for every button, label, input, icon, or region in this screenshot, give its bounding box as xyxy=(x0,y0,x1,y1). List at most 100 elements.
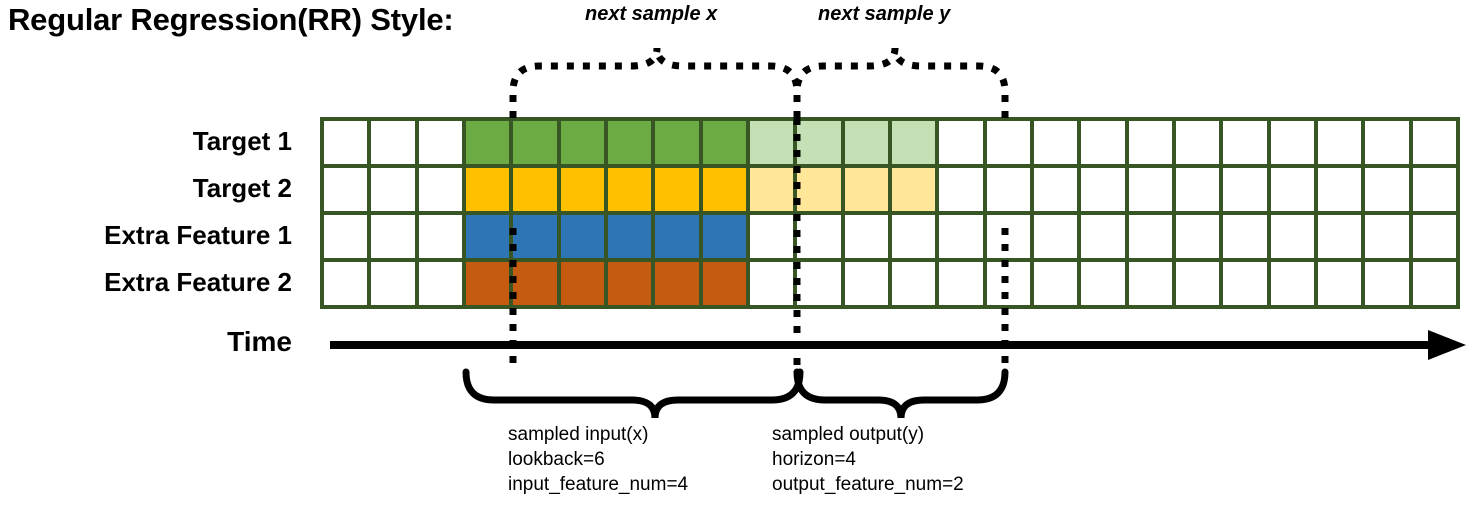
sampled-output-line-3: output_feature_num=2 xyxy=(772,474,964,495)
grid-cell-target-2-3 xyxy=(465,168,510,211)
grid-cell-extra-feature-1-17 xyxy=(1128,215,1172,258)
grid-cell-extra-feature-1-8 xyxy=(702,215,746,258)
grid-cell-extra-feature-1-11 xyxy=(844,215,888,258)
row-label-extra-feature-2: Extra Feature 2 xyxy=(104,267,292,297)
grid-cell-extra-feature-2-7 xyxy=(655,262,699,305)
row-label-target-2: Target 2 xyxy=(192,173,292,203)
grid-cell-extra-feature-1-19 xyxy=(1223,215,1267,258)
grid-cell-extra-feature-2-21 xyxy=(1317,262,1362,305)
grid-cell-target-1-10 xyxy=(797,121,841,164)
grid-cell-target-1-16 xyxy=(1081,121,1125,164)
grid-cell-extra-feature-2-15 xyxy=(1033,262,1078,305)
grid-cell-extra-feature-2-17 xyxy=(1128,262,1172,305)
annotation-next-sample-x: next sample x xyxy=(585,3,718,25)
grid-cell-target-1-7 xyxy=(655,121,699,164)
grid-cell-target-1-15 xyxy=(1033,121,1078,164)
grid-cell-extra-feature-2-19 xyxy=(1223,262,1267,305)
grid-cell-target-1-3 xyxy=(465,121,510,164)
grid-cell-extra-feature-1-12 xyxy=(891,215,936,258)
grid-cell-extra-feature-1-14 xyxy=(986,215,1030,258)
grid-cell-target-2-19 xyxy=(1223,168,1267,211)
grid-cell-extra-feature-2-11 xyxy=(844,262,888,305)
grid-cell-extra-feature-1-2 xyxy=(418,215,462,258)
grid-cell-target-2-10 xyxy=(797,168,841,211)
grid-cell-extra-feature-2-2 xyxy=(418,262,462,305)
grid-cell-extra-feature-1-1 xyxy=(371,215,415,258)
grid-cell-target-1-1 xyxy=(371,121,415,164)
grid-cell-target-1-0 xyxy=(324,121,368,164)
grid-cell-extra-feature-2-14 xyxy=(986,262,1030,305)
annotation-sampled-output: sampled output(y) horizon=4 output_featu… xyxy=(772,422,964,497)
grid-cell-target-2-4 xyxy=(513,168,557,211)
grid-cell-extra-feature-2-12 xyxy=(891,262,936,305)
top-brace-next-sample-x xyxy=(509,47,801,118)
grid-cell-target-2-11 xyxy=(844,168,888,211)
grid-cell-extra-feature-1-23 xyxy=(1412,215,1456,258)
grid-cell-target-1-23 xyxy=(1412,121,1456,164)
grid-cell-extra-feature-1-21 xyxy=(1317,215,1362,258)
grid-cell-target-2-14 xyxy=(986,168,1030,211)
timeline-grid xyxy=(320,117,1460,309)
grid-cell-target-2-21 xyxy=(1317,168,1362,211)
grid-cell-extra-feature-1-4 xyxy=(513,215,557,258)
grid-cell-extra-feature-2-0 xyxy=(324,262,368,305)
grid-cell-extra-feature-1-7 xyxy=(655,215,699,258)
grid-cell-target-1-20 xyxy=(1270,121,1314,164)
grid-cell-extra-feature-1-16 xyxy=(1081,215,1125,258)
grid-cell-extra-feature-1-22 xyxy=(1365,215,1409,258)
grid-cell-target-2-18 xyxy=(1175,168,1220,211)
grid-cell-extra-feature-1-3 xyxy=(465,215,510,258)
grid-cell-target-2-15 xyxy=(1033,168,1078,211)
grid-cell-target-1-19 xyxy=(1223,121,1267,164)
grid-cell-target-1-8 xyxy=(702,121,746,164)
grid-cell-target-2-22 xyxy=(1365,168,1409,211)
grid-cell-extra-feature-2-13 xyxy=(939,262,983,305)
grid-cell-target-2-5 xyxy=(560,168,604,211)
grid-cell-extra-feature-2-10 xyxy=(797,262,841,305)
grid-cell-target-2-1 xyxy=(371,168,415,211)
grid-cell-extra-feature-1-10 xyxy=(797,215,841,258)
bottom-brace-sampled-input xyxy=(462,368,804,419)
grid-cell-extra-feature-2-9 xyxy=(749,262,794,305)
grid-cell-extra-feature-2-1 xyxy=(371,262,415,305)
page-title: Regular Regression(RR) Style: xyxy=(8,2,454,37)
grid-cell-extra-feature-2-4 xyxy=(513,262,557,305)
grid-cell-extra-feature-1-9 xyxy=(749,215,794,258)
grid-cell-target-2-0 xyxy=(324,168,368,211)
sampled-output-line-2: horizon=4 xyxy=(772,449,856,470)
time-axis-label: Time xyxy=(227,326,292,357)
grid-cell-extra-feature-2-23 xyxy=(1412,262,1456,305)
grid-cell-target-1-12 xyxy=(891,121,936,164)
grid-cell-extra-feature-2-5 xyxy=(560,262,604,305)
grid-cell-extra-feature-2-22 xyxy=(1365,262,1409,305)
grid-cell-target-2-6 xyxy=(607,168,652,211)
grid-cell-extra-feature-1-15 xyxy=(1033,215,1078,258)
grid-cell-target-2-16 xyxy=(1081,168,1125,211)
grid-cell-target-1-14 xyxy=(986,121,1030,164)
grid-cell-target-1-22 xyxy=(1365,121,1409,164)
grid-cell-extra-feature-1-20 xyxy=(1270,215,1314,258)
grid-cell-target-1-2 xyxy=(418,121,462,164)
grid-cell-extra-feature-2-20 xyxy=(1270,262,1314,305)
sampled-input-line-1: sampled input(x) xyxy=(508,424,649,445)
sampled-output-line-1: sampled output(y) xyxy=(772,424,925,445)
grid-cell-target-2-7 xyxy=(655,168,699,211)
bottom-brace-sampled-output xyxy=(793,368,1009,419)
grid-cell-target-2-2 xyxy=(418,168,462,211)
grid-cell-extra-feature-1-6 xyxy=(607,215,652,258)
grid-cell-extra-feature-1-13 xyxy=(939,215,983,258)
row-label-group: Target 1 Target 2 Extra Feature 1 Extra … xyxy=(0,118,306,308)
grid-cell-extra-feature-2-16 xyxy=(1081,262,1125,305)
grid-cell-target-1-21 xyxy=(1317,121,1362,164)
grid-cell-target-2-8 xyxy=(702,168,746,211)
row-label-target-1: Target 1 xyxy=(192,126,292,156)
grid-cell-extra-feature-2-8 xyxy=(702,262,746,305)
top-brace-next-sample-y xyxy=(793,47,1009,118)
grid-cell-target-1-5 xyxy=(560,121,604,164)
grid-cell-target-2-9 xyxy=(749,168,794,211)
grid-cell-target-1-11 xyxy=(844,121,888,164)
grid-cell-extra-feature-2-3 xyxy=(465,262,510,305)
grid-cell-target-2-17 xyxy=(1128,168,1172,211)
sampled-input-line-3: input_feature_num=4 xyxy=(508,474,689,495)
annotation-next-sample-y: next sample y xyxy=(818,3,951,25)
